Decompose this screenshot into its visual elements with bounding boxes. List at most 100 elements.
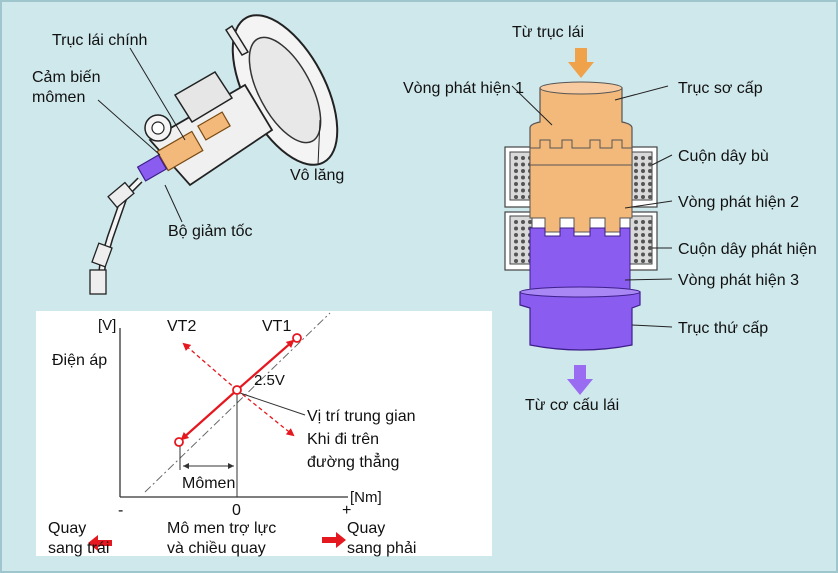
- x-plus-label: +: [342, 502, 351, 519]
- secondary-shaft-flange: [519, 286, 641, 298]
- universal-joint-2: [91, 242, 113, 268]
- detect-coil-label: Cuộn dây phát hiện: [678, 241, 817, 258]
- coil-dot: [641, 233, 645, 237]
- neutral-point: [232, 385, 242, 395]
- turn-right-arrow-icon: [322, 532, 346, 548]
- x-unit-label: [Nm]: [350, 489, 382, 506]
- detect-ring-2-label: Vòng phát hiện 2: [678, 194, 799, 211]
- torque-span-arrow-right: [228, 463, 234, 469]
- y-axis-label: Điện áp: [52, 352, 107, 369]
- coil-dot: [514, 182, 518, 186]
- coil-dot: [648, 169, 652, 173]
- steering-wheel-hub: [248, 36, 322, 144]
- vt1-line-upper: [236, 339, 295, 391]
- main-shaft-label: Trục lái chính: [52, 32, 147, 49]
- graph-panel: [36, 311, 492, 556]
- coil-dot: [514, 233, 518, 237]
- steering-column-illustration: [89, 14, 339, 295]
- compensation-coil-label: Cuộn dây bù: [678, 148, 769, 165]
- coil-dot: [641, 226, 645, 231]
- coil-dot: [514, 156, 518, 160]
- turn-right-line1: Quay: [347, 520, 385, 537]
- coil-dot: [521, 156, 525, 160]
- coil-dot: [521, 162, 525, 167]
- torque-span-arrow-left: [183, 463, 189, 469]
- coil-dot: [641, 252, 645, 257]
- coil-dot: [521, 239, 525, 244]
- coil-dot: [634, 162, 638, 167]
- coil-dot: [648, 233, 652, 237]
- leader-main-shaft: [129, 47, 186, 141]
- coil-dot: [641, 169, 645, 173]
- secondary-shaft-label: Trục thứ cấp: [678, 320, 768, 337]
- main-shaft-part: [197, 111, 231, 141]
- leader-torque-sensor: [97, 99, 161, 156]
- leader-ring-3: [624, 278, 673, 281]
- coil-dot: [634, 156, 638, 160]
- motor-cap-inner: [151, 121, 165, 135]
- coil-dot: [641, 195, 645, 199]
- coil-dots: [514, 156, 652, 263]
- coil-dot: [514, 239, 518, 244]
- coil-dot: [634, 220, 638, 224]
- coil-dot: [521, 220, 525, 224]
- coil-dot: [634, 252, 638, 257]
- coil-dot: [634, 195, 638, 199]
- coil-dot: [641, 162, 645, 167]
- coil-dot: [521, 233, 525, 237]
- coil-dot: [521, 169, 525, 173]
- vt1-label: VT1: [262, 318, 291, 335]
- coil-dot: [641, 188, 645, 193]
- coil-dot: [648, 259, 652, 263]
- coil-dot: [648, 182, 652, 186]
- from-steering-gear-label: Từ cơ cấu lái: [525, 397, 619, 414]
- detect-ring-1-label: Vòng phát hiện 1: [403, 80, 524, 97]
- coil-dot: [641, 182, 645, 186]
- shaft-end: [89, 269, 107, 295]
- primary-shaft-label: Trục sơ cấp: [678, 80, 763, 97]
- leader-comp-coil: [651, 154, 673, 166]
- coil-dot: [514, 252, 518, 257]
- coil-dot: [648, 226, 652, 231]
- turn-right-line2: sang phải: [347, 540, 416, 557]
- coil-dot: [514, 169, 518, 173]
- wheel-stalk: [224, 24, 250, 56]
- steering-wheel-label: Vô lăng: [290, 167, 344, 184]
- coil-dot: [634, 188, 638, 193]
- primary-shaft-top: [539, 81, 623, 95]
- from-steering-shaft-label: Từ trục lái: [512, 24, 584, 41]
- column-cover: [173, 70, 234, 124]
- vt1-line-lower: [180, 389, 238, 441]
- leader-steering-wheel: [317, 119, 321, 166]
- coil-dot: [528, 220, 532, 224]
- neutral-label-line3: đường thẳng: [307, 452, 399, 471]
- coil-dot: [634, 182, 638, 186]
- turn-left-arrow-icon: [88, 535, 112, 551]
- coil-dot: [634, 169, 638, 173]
- vt2-line-lower: [236, 389, 295, 437]
- input-arrow-icon: [568, 48, 594, 78]
- coil-dot: [514, 246, 518, 250]
- coil-dot: [521, 188, 525, 193]
- torque-sensor-part: [156, 130, 204, 172]
- coil-dot: [648, 156, 652, 160]
- detect-ring-3-label: Vòng phát hiện 3: [678, 272, 799, 289]
- coil-dot: [641, 156, 645, 160]
- leader-ring-2: [624, 200, 673, 209]
- detection-ring-2: [529, 164, 633, 233]
- coil-dot: [634, 233, 638, 237]
- reducer-part: [136, 154, 168, 182]
- secondary-shaft: [519, 291, 641, 351]
- coil-dot: [648, 188, 652, 193]
- torque-sensor-diagram: [504, 81, 673, 351]
- universal-joint-1: [107, 181, 135, 209]
- turn-left-line1: Quay: [48, 520, 86, 537]
- coil-dot: [641, 246, 645, 250]
- output-arrow-icon: [567, 365, 593, 395]
- x-caption-line1: Mô men trợ lực: [167, 520, 276, 537]
- torque-label: Mômen: [182, 475, 235, 492]
- coil-dot: [514, 259, 518, 263]
- coil-dot: [648, 195, 652, 199]
- leader-secondary-shaft: [631, 324, 673, 328]
